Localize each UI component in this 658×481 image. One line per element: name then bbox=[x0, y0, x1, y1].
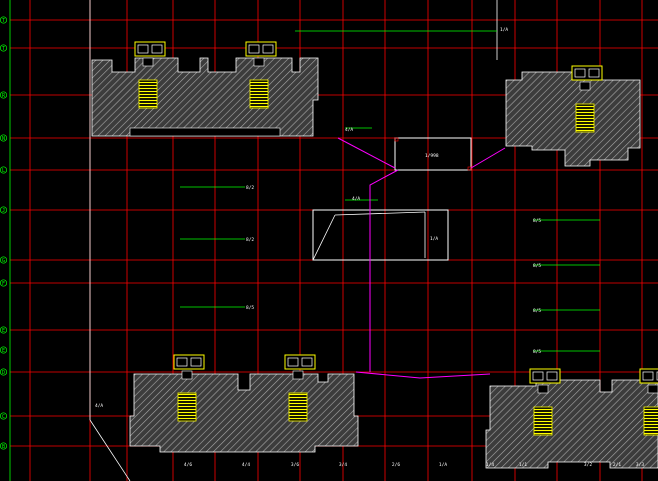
building-top-right bbox=[505, 71, 641, 167]
note-5: 8/5 bbox=[533, 263, 541, 269]
bottom-axis-label: 2/6 bbox=[392, 462, 400, 468]
axis-bubble bbox=[0, 279, 8, 287]
pavilion-label-2: 1/A bbox=[430, 236, 438, 242]
bottom-axis-label: 3/4 bbox=[339, 462, 347, 468]
bottom-axis-label: 4/4 bbox=[242, 462, 250, 468]
axis-letter: L bbox=[2, 168, 5, 174]
unit-core bbox=[639, 368, 658, 436]
bottom-axis-label: 1/A bbox=[439, 462, 447, 468]
axis-bubble bbox=[0, 166, 8, 174]
axis-letter: E bbox=[2, 328, 5, 334]
axis-letter: T bbox=[2, 46, 5, 52]
axis-bubble bbox=[0, 412, 8, 420]
axis-bubble bbox=[0, 134, 8, 142]
note-3: 8/5 bbox=[246, 305, 254, 311]
bottom-axis-label: 3/3 bbox=[636, 462, 644, 468]
axis-bubble bbox=[0, 442, 8, 450]
tag-1: 4/A bbox=[345, 127, 353, 133]
bottom-axis-label: 1/1 bbox=[519, 462, 527, 468]
unit-core bbox=[134, 41, 166, 109]
site-boundary-lines bbox=[89, 0, 498, 481]
bottom-axis-label: 3/2 bbox=[584, 462, 592, 468]
axis-bubble bbox=[0, 346, 8, 354]
note-4: 8/5 bbox=[533, 218, 541, 224]
unit-core bbox=[529, 368, 561, 436]
bottom-axis-label: 2/1 bbox=[613, 462, 621, 468]
left-axis-markers: T T R N L J G F E E D C B bbox=[0, 0, 11, 481]
unit-core bbox=[173, 354, 205, 422]
pavilion-box-2 bbox=[312, 209, 449, 261]
unit-core bbox=[571, 65, 603, 133]
pavilion-box-1 bbox=[394, 137, 472, 171]
building-top-left bbox=[91, 57, 319, 137]
axis-letter: R bbox=[2, 93, 6, 99]
dimension-lines bbox=[180, 30, 600, 352]
axis-letter: F bbox=[2, 281, 5, 287]
pavilion-label-1: 1/998 bbox=[425, 153, 439, 159]
axis-bubble bbox=[0, 16, 8, 24]
axis-letter: J bbox=[2, 208, 5, 214]
axis-letter: B bbox=[2, 444, 5, 450]
note-6: 8/5 bbox=[533, 308, 541, 314]
bottom-axis-label: 3/6 bbox=[291, 462, 299, 468]
unit-cores bbox=[134, 41, 658, 436]
axis-bubble bbox=[0, 368, 8, 376]
unit-core bbox=[245, 41, 277, 109]
note-2: 8/2 bbox=[246, 237, 254, 243]
note-top: 1/A bbox=[500, 27, 508, 33]
bottom-axis-label: 1/4 bbox=[486, 462, 494, 468]
axis-letter: N bbox=[2, 136, 5, 142]
note-7: 8/5 bbox=[533, 349, 541, 355]
axis-letter: G bbox=[2, 258, 5, 264]
axis-letter: E bbox=[2, 348, 5, 354]
axis-bubble bbox=[0, 326, 8, 334]
axis-letter: C bbox=[2, 414, 5, 420]
tag-3: 4/A bbox=[95, 403, 103, 409]
magenta-connectors bbox=[337, 137, 506, 379]
axis-bubble bbox=[0, 44, 8, 52]
building-bottom-right bbox=[485, 379, 658, 469]
axis-bubble bbox=[0, 206, 8, 214]
note-1: 8/2 bbox=[246, 185, 254, 191]
axis-bubble bbox=[0, 91, 8, 99]
tag-2: 4/A bbox=[352, 196, 360, 202]
axis-letter: T bbox=[2, 18, 5, 24]
unit-core bbox=[284, 354, 316, 422]
bottom-axis-label: 4/6 bbox=[184, 462, 192, 468]
axis-bubble bbox=[0, 256, 8, 264]
axis-letter: D bbox=[2, 370, 5, 376]
bottom-axis-labels: 4/6 4/4 3/6 3/4 2/6 1/A 1/4 1/1 3/2 2/1 3/3 bbox=[184, 462, 644, 468]
